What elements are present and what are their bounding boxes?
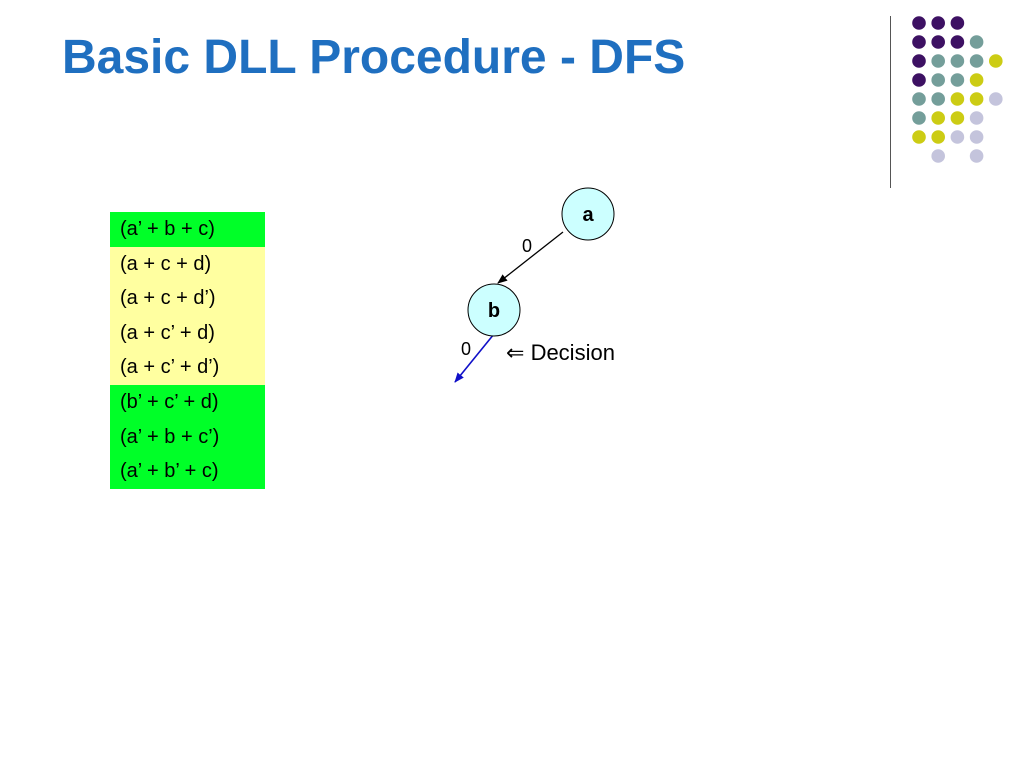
clause-row: (a’ + b + c)	[110, 212, 265, 247]
decorative-dot	[989, 92, 1003, 106]
tree-node-label-b: b	[488, 300, 500, 322]
decorative-dot	[931, 35, 945, 49]
edge-a-b	[497, 231, 564, 284]
clause-row: (b’ + c’ + d)	[110, 384, 265, 420]
decorative-dot	[969, 92, 984, 106]
decision-arrow-icon: ⇐	[506, 340, 525, 365]
clause-row: (a’ + b + c’)	[110, 419, 265, 455]
decorative-dot	[912, 130, 926, 144]
decorative-dot	[950, 73, 965, 87]
decorative-dot	[931, 149, 945, 163]
decorative-dot-grid	[912, 16, 1003, 163]
decorative-dot	[950, 130, 965, 144]
decorative-dot	[950, 54, 965, 68]
decorative-dot	[950, 111, 965, 125]
decorative-dot	[969, 54, 984, 68]
page-title: Basic DLL Procedure - DFS	[62, 31, 686, 84]
decorative-dot	[931, 92, 945, 106]
tree-node-b	[467, 283, 521, 337]
decorative-dot	[931, 130, 945, 144]
decorative-dot	[950, 16, 965, 30]
clause-row: (a’ + b’ + c)	[110, 454, 265, 489]
decorative-dot	[931, 16, 945, 30]
clause-list: (a’ + b + c)(a + c + d)(a + c + d’)(a + …	[110, 212, 265, 489]
decorative-dot	[969, 73, 984, 87]
edge-label-b: 0	[461, 339, 471, 359]
edge-label-a-b: 0	[522, 236, 532, 256]
clause-row: (a + c + d’)	[110, 281, 265, 316]
decorative-dot	[912, 54, 926, 68]
clause-row: (a + c’ + d’)	[110, 350, 265, 385]
decorative-dot	[989, 54, 1003, 68]
decorative-dot	[931, 111, 945, 125]
decorative-dot	[912, 16, 926, 30]
decision-label: Decision	[530, 340, 615, 365]
decorative-dot	[950, 92, 965, 106]
decorative-dot	[912, 35, 926, 49]
tree-node-label-a: a	[582, 204, 594, 226]
decorative-dot	[969, 111, 984, 125]
title-divider-line	[890, 16, 891, 188]
decorative-dot	[950, 35, 965, 49]
decision-edge-b	[454, 333, 495, 383]
decorative-dot	[931, 73, 945, 87]
clause-row: (a + c + d)	[110, 246, 265, 282]
decision-annotation: ⇐ Decision	[506, 340, 615, 366]
decorative-dot	[912, 73, 926, 87]
decorative-dot	[912, 92, 926, 106]
clause-row: (a + c’ + d)	[110, 315, 265, 351]
decorative-dot	[969, 130, 984, 144]
decorative-dot	[931, 54, 945, 68]
decorative-dot	[969, 35, 984, 49]
decorative-dot	[912, 111, 926, 125]
decorative-dot	[969, 149, 984, 163]
tree-node-a	[561, 187, 615, 241]
